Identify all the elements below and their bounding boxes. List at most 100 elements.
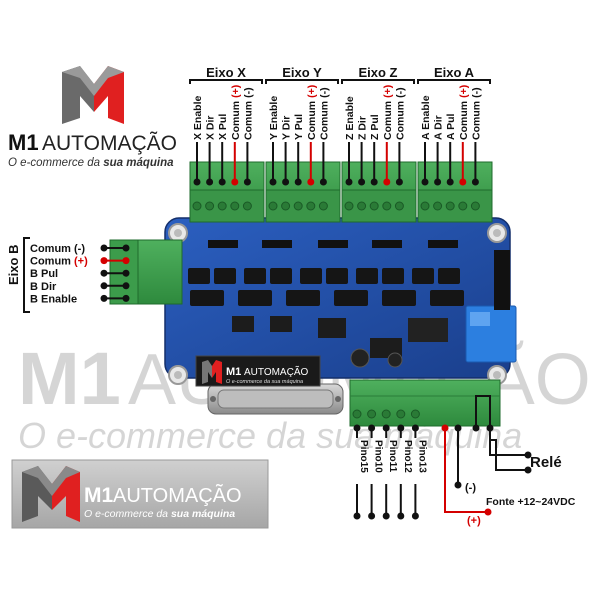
screw-hole: [306, 201, 316, 211]
eixo-b-dot: [100, 244, 108, 252]
pin-dot: [294, 178, 302, 186]
screw-hole: [192, 201, 202, 211]
pin-label: Comum(+): [306, 85, 318, 140]
eixo-b-pin-text: Comum (-): [30, 243, 85, 255]
pin-label-text: X Dir: [205, 115, 217, 140]
screw-hole: [470, 201, 480, 211]
watermark-name: M1: [18, 337, 121, 420]
axis-bracket-3: [341, 79, 415, 84]
screw-hole: [318, 201, 328, 211]
side-connector: [494, 250, 510, 310]
eixo-b-dot: [100, 294, 108, 302]
pin-label-text: Y Dir: [281, 116, 293, 140]
pin-label-text: Comum: [306, 101, 318, 140]
bottom-pin-label: Pino15: [358, 440, 369, 473]
eixo-b-pin-text: B Pul: [30, 268, 58, 280]
pin-label-text: A Dir: [433, 115, 445, 140]
bottom-brand-tagline: O e-commerce da sua máquina: [84, 508, 235, 520]
pin-dot: [218, 178, 226, 186]
pin-dot: [370, 178, 378, 186]
pin-label: Z Dir: [357, 116, 369, 140]
bottom-pin-label: Pino13: [416, 440, 427, 473]
relay-label: Relé: [530, 454, 562, 471]
pin-label: X Pul: [217, 114, 229, 140]
pin-label: Comum(+): [230, 85, 242, 140]
pin-headers: [208, 240, 458, 248]
pin-label: X Enable: [192, 95, 204, 140]
pin-label: Comum(+): [458, 85, 470, 140]
bottom-pin-dot: [382, 424, 390, 432]
screw-hole: [382, 201, 392, 211]
pin-label-text: Z Dir: [357, 116, 369, 140]
pin-label: Comum(-): [242, 87, 254, 140]
brand-logo-top: M1 AUTOMAÇÃO O e-commerce da sua máquina: [8, 66, 177, 169]
bottom-pin-dot: [397, 424, 405, 432]
plate-tagline: O e-commerce da sua máquina: [226, 379, 303, 385]
eixo-b-pin-label: Comum (-): [30, 243, 85, 255]
pin-dot: [307, 178, 315, 186]
bottom-pin-label: Pino11: [387, 440, 398, 473]
screw-hole: [230, 201, 240, 211]
pin-label: A Enable: [420, 95, 432, 140]
bottom-pin-end: [382, 512, 390, 520]
screw-hole: [217, 201, 227, 211]
m-logo-bottom-icon: [22, 466, 80, 522]
bottom-pin-dot: [353, 424, 361, 432]
pin-dot: [193, 178, 201, 186]
left-terminal-block: [109, 239, 183, 305]
pin-label: Y Pul: [293, 114, 305, 140]
eixo-b-dot: [100, 282, 108, 290]
pin-dot: [383, 178, 391, 186]
pin-dot: [206, 178, 214, 186]
brand-tagline-bold: sua máquina: [103, 157, 174, 169]
pin-sign: (-): [318, 87, 330, 98]
eixo-b-dot: [122, 294, 130, 302]
pin-label: X Dir: [205, 115, 217, 140]
bottom-tagline-bold: sua máquina: [171, 508, 235, 520]
eixo-b-dot: [122, 244, 130, 252]
pin-label: Z Pul: [369, 114, 381, 140]
pin-dot: [345, 178, 353, 186]
bottom-screw-hole: [381, 409, 391, 419]
pin-label-text: Comum: [318, 101, 330, 140]
pin-label: Y Dir: [281, 116, 293, 140]
top-terminal-blocks: [189, 161, 493, 223]
power-plus-label: (+): [467, 515, 481, 527]
capacitors: [350, 348, 403, 368]
m-logo-small-icon: [202, 360, 222, 384]
pin-sign: (+): [230, 85, 242, 98]
bottom-pin-end: [397, 512, 405, 520]
pin-sign: (-): [242, 87, 254, 98]
eixo-b-pin-sign: (+): [74, 256, 88, 268]
pin-dot: [243, 178, 251, 186]
brand-name: M1: [8, 130, 39, 155]
bottom-brand-name: M1: [84, 484, 113, 507]
pin-label-text: Comum: [382, 101, 394, 140]
eixo-b-bracket: [23, 237, 30, 313]
pin-label-text: Comum: [394, 101, 406, 140]
power-minus-label: (-): [465, 482, 476, 494]
eixo-b-pin-text: Comum: [30, 256, 74, 268]
bottom-brand-word: AUTOMAÇÃO: [113, 483, 242, 507]
screw-hole: [420, 201, 430, 211]
eixo-b-pin-label: B Pul: [30, 268, 58, 280]
axis-bracket-4: [417, 79, 491, 84]
brand-word: AUTOMAÇÃO: [42, 131, 177, 155]
pin-sign: (-): [394, 87, 406, 98]
bottom-terminal-block: [349, 379, 501, 427]
screw-hole: [369, 201, 379, 211]
pin-dot: [269, 178, 277, 186]
bottom-pin-dot: [368, 424, 376, 432]
eixo-b-dot: [100, 269, 108, 277]
pin-label: Y Enable: [268, 96, 280, 140]
pin-label: Z Enable: [344, 96, 356, 140]
brand-logo-bottom: M1 AUTOMAÇÃO O e-commerce da sua máquina: [11, 459, 269, 529]
pin-dot: [446, 178, 454, 186]
pin-dot: [434, 178, 442, 186]
re-component: [408, 318, 448, 342]
